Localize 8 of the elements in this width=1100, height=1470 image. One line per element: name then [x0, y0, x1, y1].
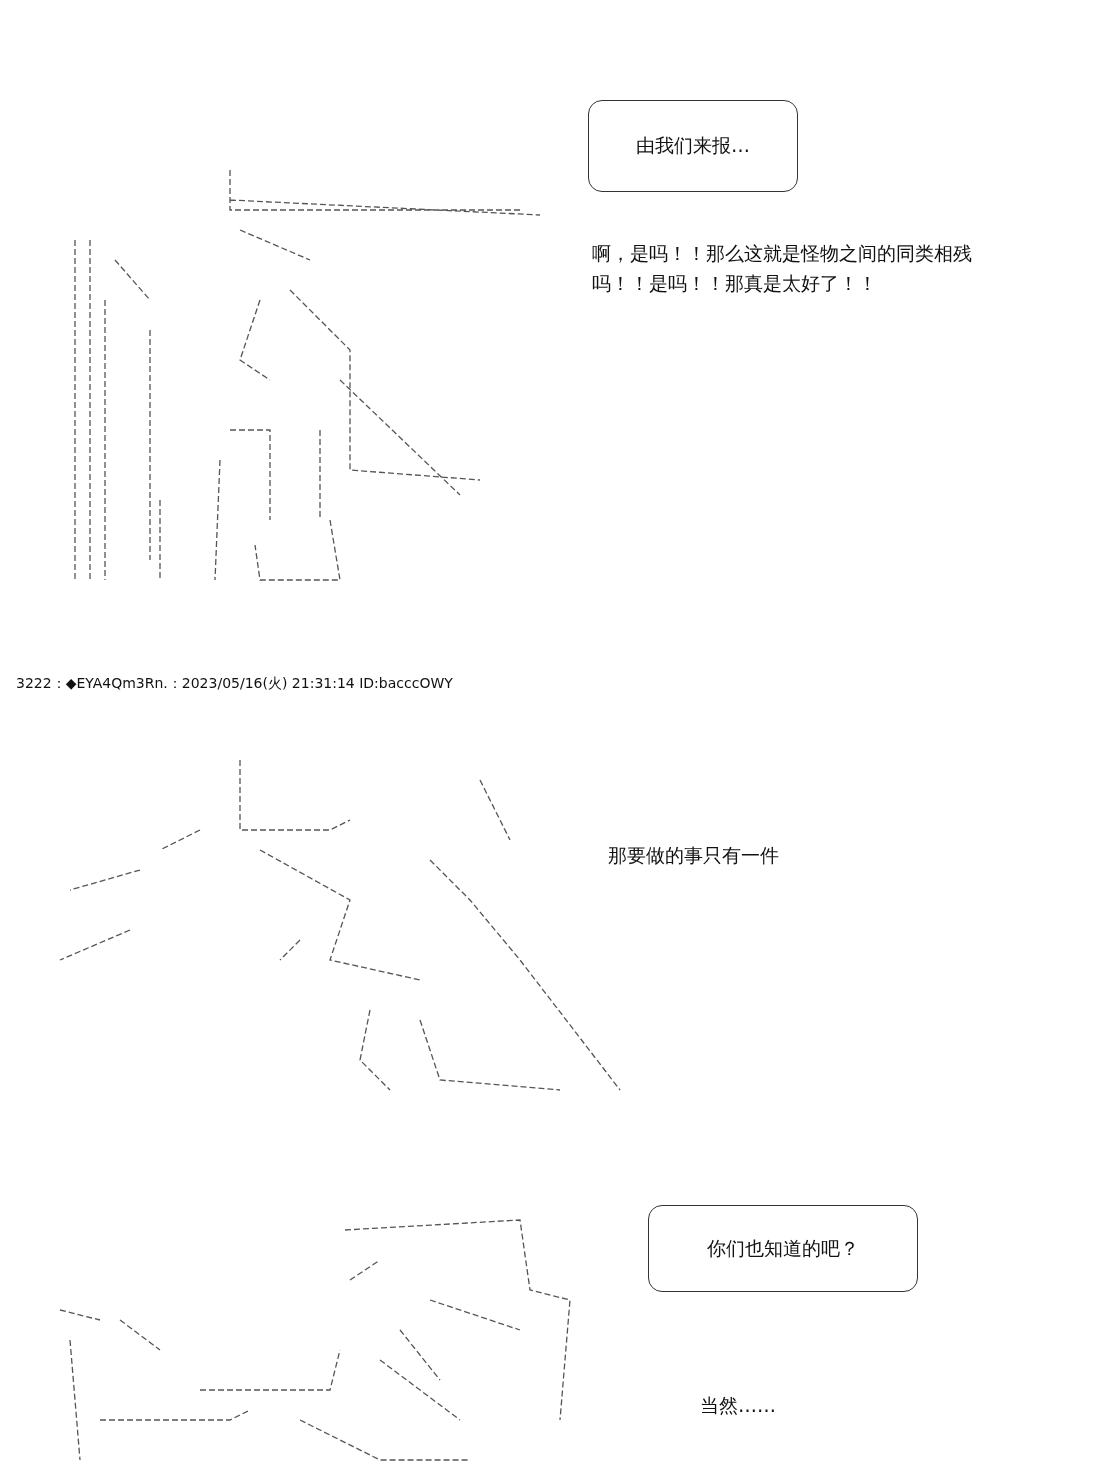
speech-text: 你们也知道的吧？	[707, 1235, 859, 1261]
speech-bubble	[648, 1205, 918, 1292]
narration-text: 那要做的事只有一件	[608, 843, 780, 868]
post-header: 3222：◆EYA4Qm3Rn.：2023/05/16(火) 21:31:14 ID:bacccOWY	[16, 674, 454, 693]
speech-bubble	[588, 100, 798, 192]
speech-text: 由我们来报…	[636, 133, 750, 158]
narration-text: 啊，是吗！！那么这就是怪物之间的同类相残吗！！是吗！！那真是太好了！！	[592, 241, 973, 296]
narration-text: 当然……	[700, 1393, 777, 1418]
